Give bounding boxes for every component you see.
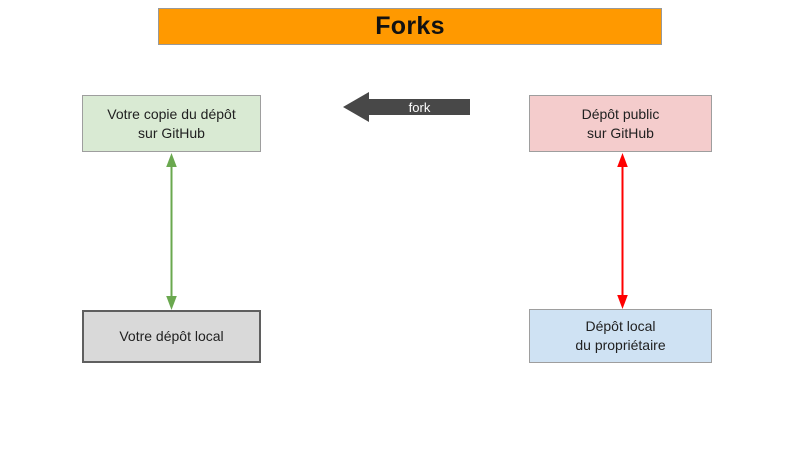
- red-double-arrow-icon: [617, 153, 628, 309]
- box-depot-public-github: Dépôt public sur GitHub: [529, 95, 712, 152]
- box-copy-line2: sur GitHub: [138, 124, 205, 141]
- green-double-arrow-icon: [166, 153, 177, 310]
- fork-arrow-label: fork: [408, 99, 431, 115]
- box-public-line2: sur GitHub: [587, 124, 654, 141]
- page-title: Forks: [375, 12, 445, 40]
- fork-arrow: fork: [343, 92, 470, 122]
- box-copy-du-depot-github: Votre copie du dépôt sur GitHub: [82, 95, 261, 152]
- box-local-owner-line1: Dépôt local: [585, 318, 656, 334]
- box-local-owner-line2: du propriétaire: [575, 337, 666, 353]
- box-votre-depot-local: Votre dépôt local: [82, 310, 261, 363]
- box-copy-line1: Votre copie du dépôt: [107, 105, 236, 122]
- fork-arrow-body: fork: [369, 99, 470, 115]
- box-local-yours-line1: Votre dépôt local: [119, 328, 224, 344]
- box-depot-local-proprietaire: Dépôt local du propriétaire: [529, 309, 712, 363]
- box-public-line1: Dépôt public: [581, 105, 660, 122]
- fork-arrow-head-icon: [343, 92, 369, 122]
- title-banner: Forks: [158, 8, 662, 45]
